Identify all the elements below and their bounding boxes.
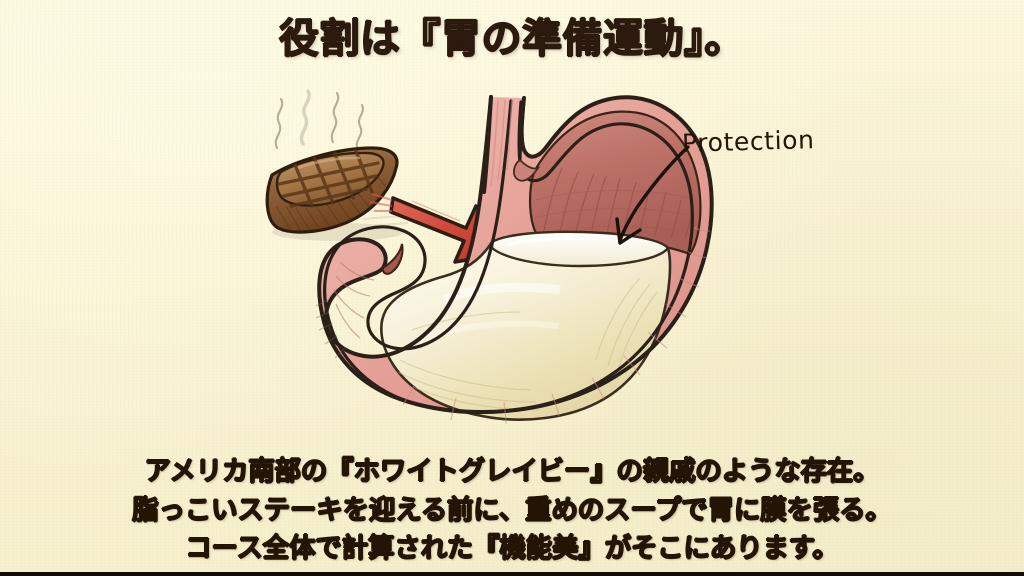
bottom-letterbox-bar bbox=[0, 572, 1024, 576]
caption-block: アメリカ南部の『ホワイトグレイビー』の親戚のような存在。 脂っこいステーキを迎え… bbox=[0, 452, 1024, 568]
stomach-cross-section bbox=[315, 95, 714, 425]
protection-annotation-label: Protection bbox=[681, 125, 815, 158]
caption-line-1: アメリカ南部の『ホワイトグレイビー』の親戚のような存在。 bbox=[144, 455, 880, 486]
steam-wisps bbox=[274, 89, 364, 152]
grilled-steak bbox=[265, 146, 399, 234]
caption-line-3: コース全体で計算された『機能美』がそこにあります。 bbox=[185, 533, 839, 564]
steak-shadow bbox=[272, 215, 409, 241]
page-title: 役割は『胃の準備運動』。 bbox=[279, 17, 745, 61]
red-arrow bbox=[369, 193, 515, 264]
caption-line-2: 脂っこいステーキを迎える前に、重めのスープで胃に膜を張る。 bbox=[132, 494, 892, 525]
pointer-arrow bbox=[615, 145, 690, 245]
